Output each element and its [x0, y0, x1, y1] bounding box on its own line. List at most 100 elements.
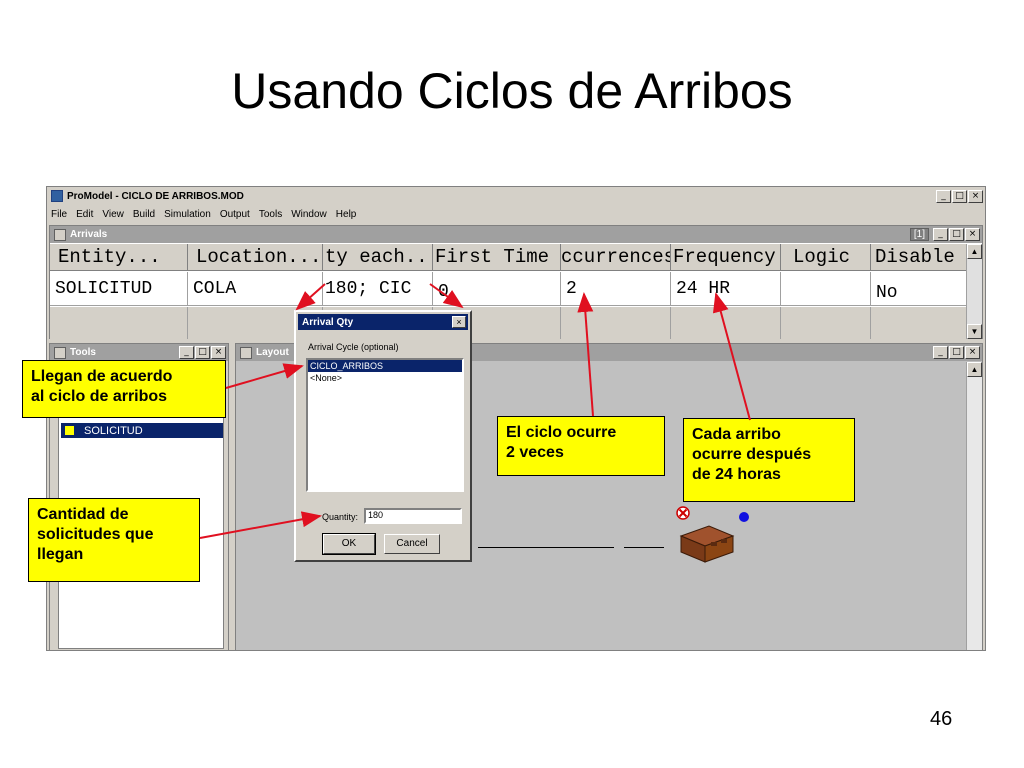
page-number: 46	[930, 708, 953, 730]
tool-item-label: SOLICITUD	[84, 424, 143, 437]
column-occurrences[interactable]: ccurrences	[561, 244, 671, 271]
queue-path-line	[624, 547, 664, 548]
arrival-qty-dialog: Arrival Qty × Arrival Cycle (optional) C…	[294, 310, 472, 562]
arrival-cycle-label: Arrival Cycle (optional)	[308, 342, 399, 352]
promodel-icon	[51, 190, 63, 202]
arrivals-minimize-icon[interactable]: _	[933, 228, 948, 241]
callout-line: Cantidad de	[37, 506, 129, 523]
maximize-icon[interactable]: □	[952, 189, 967, 203]
layout-title: Layout	[256, 347, 289, 358]
callout-occurrences: El ciclo ocurre 2 veces	[497, 416, 665, 476]
empty-cell[interactable]	[561, 307, 671, 339]
empty-cell[interactable]	[781, 307, 871, 339]
list-item[interactable]: <None>	[310, 373, 343, 383]
menu-view[interactable]: View	[102, 208, 124, 220]
location-status-icon	[739, 512, 749, 522]
callout-line: solicitudes que	[37, 526, 154, 543]
cell-qty-each[interactable]: 180; CIC	[323, 272, 433, 306]
cell-occurrences[interactable]: 2	[561, 272, 671, 306]
tools-close-icon[interactable]: ×	[211, 346, 226, 359]
quantity-input[interactable]: 180	[364, 508, 462, 524]
cell-frequency[interactable]: 24 HR	[671, 272, 781, 306]
table-row: SOLICITUD COLA 180; CIC 0 2 24 HR No	[50, 272, 967, 306]
dialog-titlebar: Arrival Qty ×	[298, 314, 468, 330]
menu-bar: File Edit View Build Simulation Output T…	[47, 206, 985, 222]
scroll-down-icon[interactable]: ▼	[967, 324, 982, 339]
slide-title: Usando Ciclos de Arribos	[231, 63, 793, 119]
menu-help[interactable]: Help	[335, 208, 357, 220]
arrivals-record-badge: [1]	[909, 228, 929, 241]
callout-line: 2 veces	[506, 444, 564, 461]
arrivals-header-row: Entity... Location... ty each... First T…	[50, 244, 967, 271]
tools-maximize-icon[interactable]: □	[195, 346, 210, 359]
callout-line: al ciclo de arribos	[31, 388, 168, 405]
layout-window-icon	[240, 346, 252, 359]
dialog-close-icon[interactable]: ×	[452, 316, 466, 328]
callout-line: de 24 horas	[692, 466, 781, 483]
cell-disable[interactable]: No	[871, 272, 967, 306]
arrivals-title: Arrivals	[70, 229, 108, 240]
menu-build[interactable]: Build	[132, 208, 156, 220]
empty-cell[interactable]	[871, 307, 967, 339]
scroll-up-icon[interactable]: ▲	[967, 362, 982, 377]
cell-location[interactable]: COLA	[188, 272, 323, 306]
empty-table-row	[50, 307, 967, 339]
callout-line: Llegan de acuerdo	[31, 368, 173, 385]
queue-path-line	[478, 547, 614, 548]
arrivals-window: Arrivals [1] _ □ × Entity... Location...…	[49, 225, 983, 339]
app-title: ProModel - CICLO DE ARRIBOS.MOD	[67, 190, 244, 202]
list-item[interactable]: CICLO_ARRIBOS	[308, 360, 462, 372]
column-first-time[interactable]: First Time	[433, 244, 561, 271]
menu-output[interactable]: Output	[219, 208, 250, 220]
ok-button[interactable]: OK	[322, 533, 376, 555]
layout-minimize-icon[interactable]: _	[933, 346, 948, 359]
entity-icon	[65, 426, 74, 435]
location-error-icon	[676, 506, 690, 520]
menu-window[interactable]: Window	[291, 208, 327, 220]
layout-maximize-icon[interactable]: □	[949, 346, 964, 359]
menu-file[interactable]: File	[51, 208, 68, 220]
callout-quantity: Cantidad de solicitudes que llegan	[28, 498, 200, 582]
scroll-up-icon[interactable]: ▲	[967, 244, 982, 259]
empty-cell[interactable]	[671, 307, 781, 339]
tools-minimize-icon[interactable]: _	[179, 346, 194, 359]
callout-line: El ciclo ocurre	[506, 424, 617, 441]
column-location[interactable]: Location...	[188, 244, 323, 271]
column-logic[interactable]: Logic	[781, 244, 871, 271]
arrival-cycle-list[interactable]: CICLO_ARRIBOS <None>	[306, 358, 464, 492]
tools-titlebar: Tools _ □ ×	[50, 344, 228, 361]
tools-title: Tools	[70, 347, 96, 358]
column-frequency[interactable]: Frequency	[671, 244, 781, 271]
column-qty-each[interactable]: ty each...	[323, 244, 433, 271]
desk-icon[interactable]	[679, 518, 735, 564]
callout-frequency: Cada arribo ocurre después de 24 horas	[683, 418, 855, 502]
arrivals-titlebar: Arrivals [1] _ □ ×	[50, 226, 982, 243]
callout-line: llegan	[37, 546, 84, 563]
menu-simulation[interactable]: Simulation	[164, 208, 211, 220]
layout-close-icon[interactable]: ×	[965, 346, 980, 359]
arrivals-scrollbar[interactable]: ▲ ▼	[966, 244, 982, 339]
arrivals-window-icon	[54, 228, 66, 241]
app-titlebar: ProModel - CICLO DE ARRIBOS.MOD _ □ ×	[47, 187, 985, 205]
callout-cycle: Llegan de acuerdo al ciclo de arribos	[22, 360, 226, 418]
callout-line: ocurre después	[692, 446, 812, 463]
cell-first-time[interactable]: 0	[433, 272, 561, 306]
arrivals-close-icon[interactable]: ×	[965, 228, 980, 241]
dialog-title: Arrival Qty	[302, 316, 354, 328]
arrivals-maximize-icon[interactable]: □	[949, 228, 964, 241]
close-icon[interactable]: ×	[968, 189, 983, 203]
list-item[interactable]: SOLICITUD	[61, 423, 223, 438]
cancel-button[interactable]: Cancel	[384, 534, 440, 554]
cell-entity[interactable]: SOLICITUD	[50, 272, 188, 306]
empty-cell[interactable]	[50, 307, 188, 339]
menu-tools[interactable]: Tools	[258, 208, 283, 220]
column-disable[interactable]: Disable	[871, 244, 967, 271]
quantity-label: Quantity:	[322, 512, 359, 522]
menu-edit[interactable]: Edit	[76, 208, 94, 220]
minimize-icon[interactable]: _	[936, 189, 951, 203]
callout-line: Cada arribo	[692, 426, 781, 443]
tools-window-icon	[54, 346, 66, 359]
cell-logic[interactable]	[781, 272, 871, 306]
column-entity[interactable]: Entity...	[50, 244, 188, 271]
layout-scrollbar[interactable]: ▲	[966, 362, 982, 650]
